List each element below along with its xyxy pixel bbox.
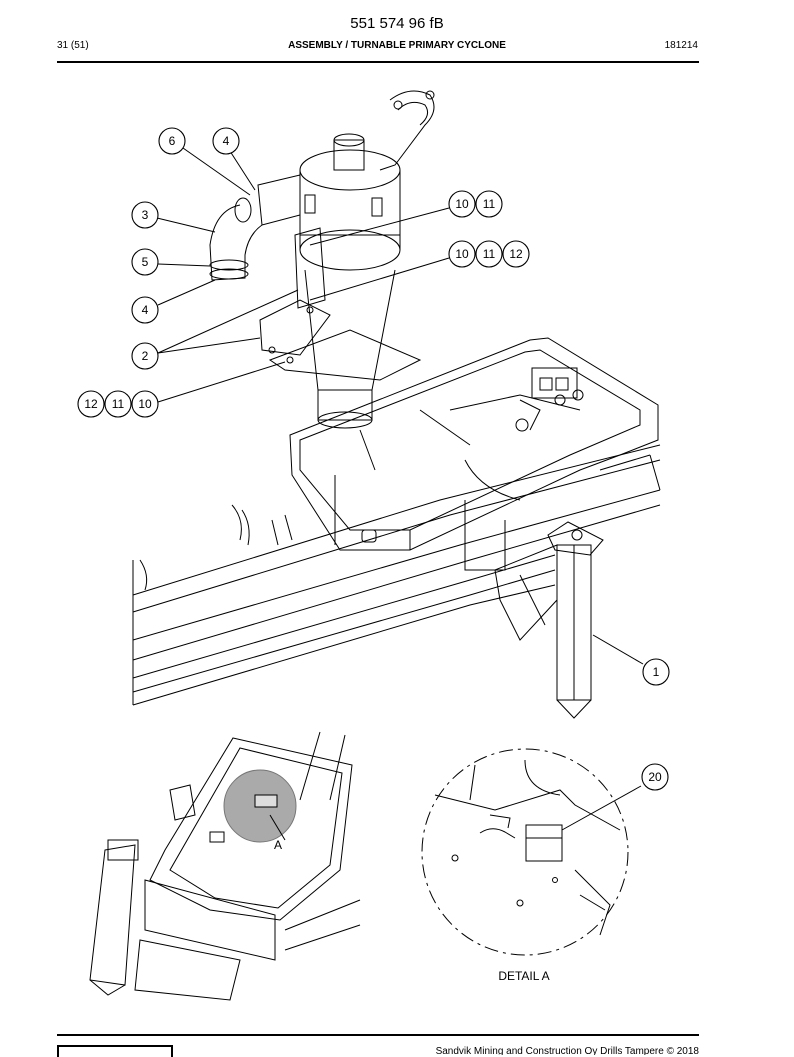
cable-brackets — [231, 504, 293, 546]
callout-group-10-11: 10 11 — [448, 190, 503, 218]
callout-4-top: 4 — [212, 127, 240, 155]
date-code: 181214 — [664, 40, 698, 51]
svg-text:12: 12 — [509, 247, 523, 261]
callout-20: 20 — [641, 763, 669, 791]
detail-marker: A — [274, 838, 282, 852]
support-post — [494, 521, 604, 719]
svg-text:11: 11 — [483, 247, 496, 261]
detail-a-view — [421, 748, 642, 956]
svg-text:12: 12 — [84, 397, 98, 411]
callout-1: 1 — [642, 658, 670, 686]
support-brackets — [259, 227, 422, 381]
svg-text:1: 1 — [653, 665, 660, 679]
hanger-bracket — [379, 90, 435, 171]
svg-text:10: 10 — [138, 397, 152, 411]
callout-group-12-11-10: 12 11 10 — [77, 390, 159, 418]
svg-text:3: 3 — [142, 208, 149, 222]
inlet-elbow — [209, 174, 301, 281]
callout-4-bottom: 4 — [131, 296, 159, 324]
svg-text:2: 2 — [142, 349, 149, 363]
svg-text:11: 11 — [112, 397, 125, 411]
document-number: 551 574 96 fB — [350, 15, 444, 32]
detail-a-label: DETAIL A — [498, 969, 549, 983]
page-title: ASSEMBLY / TURNABLE PRIMARY CYCLONE — [288, 40, 506, 51]
sandvik-logo — [57, 1045, 173, 1057]
svg-text:11: 11 — [483, 197, 496, 211]
callout-5: 5 — [131, 248, 159, 276]
footer-rule — [57, 1034, 699, 1036]
svg-text:4: 4 — [223, 134, 230, 148]
footer-copyright: Sandvik Mining and Construction Oy Drill… — [435, 1046, 699, 1055]
svg-text:4: 4 — [142, 303, 149, 317]
header-rule — [57, 61, 699, 63]
svg-text:6: 6 — [169, 134, 176, 148]
svg-text:5: 5 — [142, 255, 149, 269]
rail-beam — [132, 444, 661, 706]
overview-view — [89, 731, 361, 1001]
callout-2: 2 — [131, 342, 159, 370]
svg-text:10: 10 — [455, 197, 469, 211]
valve-block — [515, 367, 584, 432]
callout-group-10-11-12: 10 11 12 — [448, 240, 530, 268]
cyclone — [299, 133, 401, 429]
page-counter: 31 (51) — [57, 40, 89, 51]
svg-text:10: 10 — [455, 247, 469, 261]
turntable-frame — [289, 337, 661, 571]
callout-6: 6 — [158, 127, 186, 155]
leader-lines — [156, 147, 644, 665]
svg-text:20: 20 — [648, 770, 662, 784]
callout-3: 3 — [131, 201, 159, 229]
